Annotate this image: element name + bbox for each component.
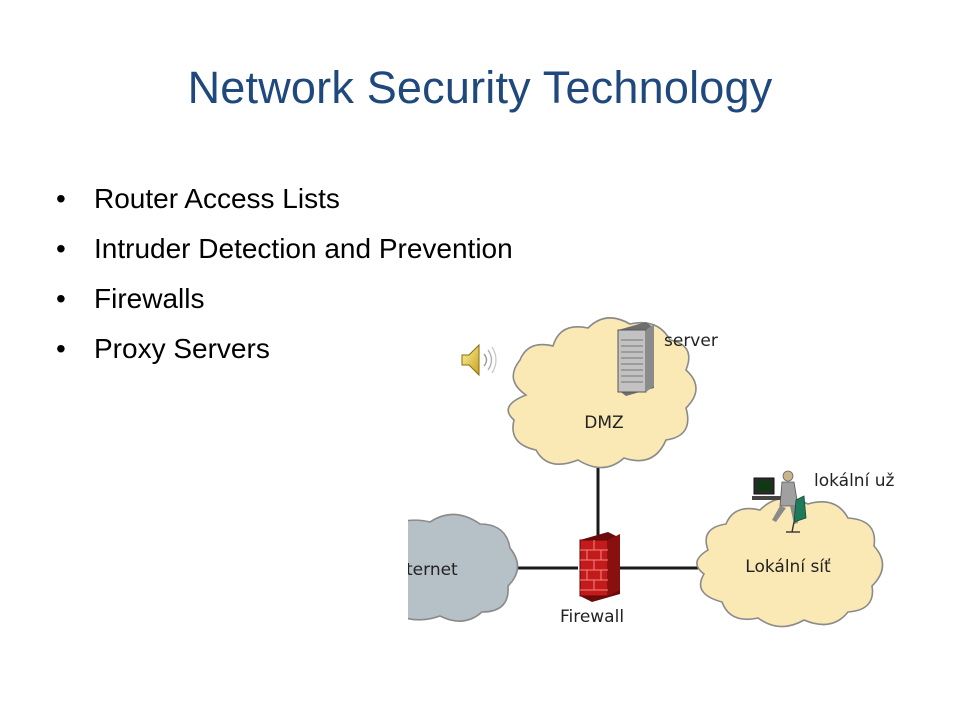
internet-cloud	[408, 513, 519, 622]
bullet-item: • Proxy Servers	[56, 324, 513, 374]
bullet-icon: •	[56, 233, 66, 264]
bullet-text: Proxy Servers	[94, 333, 270, 364]
bullet-icon: •	[56, 183, 66, 214]
network-diagram: DMZ server ternet	[408, 310, 918, 640]
server-label: server	[664, 331, 718, 351]
local-user-label: lokální už	[814, 471, 894, 491]
speaker-icon[interactable]	[460, 340, 500, 380]
bullet-text: Firewalls	[94, 283, 205, 314]
bullet-text: Intruder Detection and Prevention	[94, 233, 513, 264]
local-network-label: Lokální síť	[745, 557, 831, 577]
bullet-icon: •	[56, 333, 66, 364]
firewall-label: Firewall	[560, 607, 624, 627]
server-icon	[617, 322, 654, 396]
bullet-item: • Router Access Lists	[56, 174, 513, 224]
local-network-cloud	[696, 497, 884, 628]
bullet-item: • Firewalls	[56, 274, 513, 324]
bullet-list: • Router Access Lists • Intruder Detecti…	[56, 174, 513, 374]
bullet-text: Router Access Lists	[94, 183, 340, 214]
slide-title: Network Security Technology	[187, 62, 773, 113]
dmz-label: DMZ	[584, 413, 623, 433]
firewall-icon	[579, 532, 620, 602]
bullet-icon: •	[56, 283, 66, 314]
internet-label: ternet	[408, 560, 458, 580]
user-at-computer-icon	[752, 470, 807, 533]
bullet-item: • Intruder Detection and Prevention	[56, 224, 513, 274]
